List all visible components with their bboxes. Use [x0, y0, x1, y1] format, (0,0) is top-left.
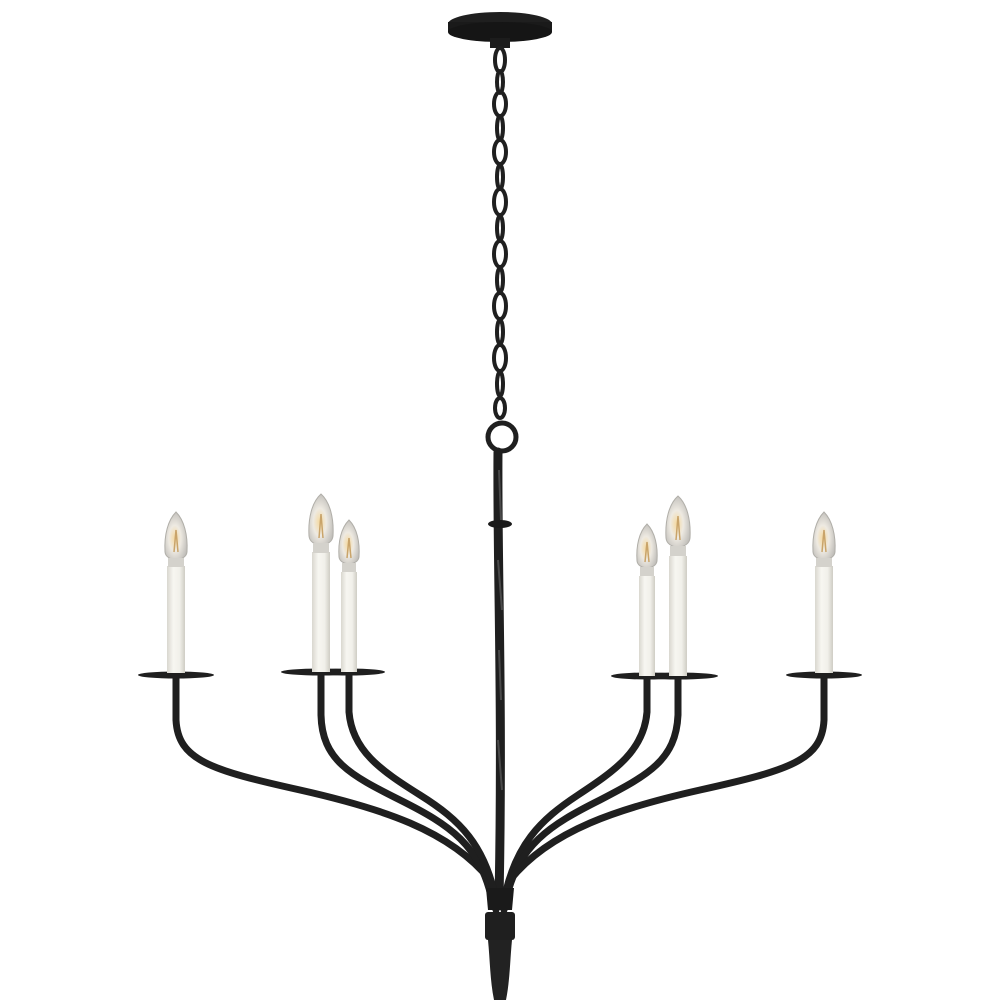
chandelier-arms [172, 670, 828, 914]
hanging-loop [485, 420, 519, 454]
candle-6 [812, 511, 836, 673]
candle-3 [338, 519, 360, 672]
candle-2 [308, 493, 334, 672]
hanging-chain [492, 46, 508, 420]
candle-4 [636, 523, 658, 676]
central-stem [488, 447, 512, 905]
bottom-finial [485, 888, 515, 1000]
candle-5 [665, 495, 691, 676]
ceiling-canopy [448, 12, 552, 48]
candle-1 [164, 511, 188, 673]
